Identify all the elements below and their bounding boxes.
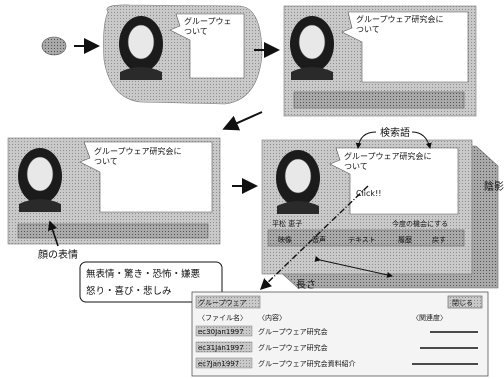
row-1-file: ec30Jan1997 <box>198 328 244 336</box>
panel-4-control-bar <box>267 229 465 247</box>
close-button-label[interactable]: 閉じる <box>452 299 473 307</box>
panel-3-control-bar <box>17 223 209 239</box>
click-label: Click!! <box>356 189 381 198</box>
row-2-content: グループウェア研究会 <box>258 343 328 352</box>
btn-history[interactable]: 履歴 <box>398 236 412 244</box>
panel-2-control-bar <box>293 91 465 109</box>
face-image-2 <box>290 16 334 80</box>
search-word-label: 検索語 <box>380 126 410 139</box>
result-title-tab <box>195 295 261 309</box>
panel-3: グループウェア研究会に ついて <box>7 137 221 245</box>
bubble-1-line1: グループウェ <box>184 16 232 26</box>
bubble-4-line2: ついて <box>344 162 368 171</box>
btn-back[interactable]: 戻す <box>432 235 446 244</box>
meeting-link[interactable]: 今度の機会にする <box>392 219 448 228</box>
bubble-3-line2: ついて <box>94 157 118 166</box>
bubble-2-line1: グループウェア研究会に <box>356 14 444 24</box>
search-arrow-right <box>411 131 432 149</box>
face-image-1 <box>119 16 163 80</box>
expression-arrow <box>47 220 59 247</box>
small-avatar-blob <box>41 36 67 56</box>
user-name: 平松 恵子 <box>272 219 302 228</box>
click-arrow <box>259 185 369 290</box>
expression-line2: 怒り・喜び・悲しみ <box>86 285 172 297</box>
btn-text[interactable]: テキスト <box>348 236 376 244</box>
close-button[interactable] <box>447 295 483 309</box>
expression-title: 顔の表情 <box>38 248 78 261</box>
length-arrow <box>314 255 393 278</box>
speech-bubble-2 <box>341 11 469 83</box>
col-content-header: 〈内容〉 <box>258 313 286 322</box>
bubble-3-line1: グループウェア研究会に <box>94 146 182 156</box>
panel-1: グループウェ ついて <box>103 4 263 105</box>
bubble-4-line1: グループウェア研究会に <box>344 151 432 161</box>
panel-4-buttons: 映像 音声 テキスト 履歴 戻す <box>278 235 446 244</box>
col-file-header: 〈ファイル名〉 <box>198 313 247 322</box>
panel-4: グループウェア研究会に ついて 平松 恵子 今度の機会にする 映像 音声 テキス… <box>261 139 499 289</box>
btn-audio[interactable]: 音声 <box>312 235 326 244</box>
shadow-label: 陰影 <box>484 180 504 193</box>
result-title: グループウェア <box>198 298 247 307</box>
expression-box <box>79 261 223 303</box>
search-arrow-left <box>355 131 377 149</box>
result-row-3[interactable]: ec7Jan1997 グループウェア研究会資料紹介 <box>195 357 478 369</box>
col-relevance-header: 〈関連度〉 <box>412 313 447 322</box>
row-1-content: グループウェア研究会 <box>258 327 328 336</box>
row-3-content: グループウェア研究会資料紹介 <box>258 359 356 368</box>
result-row-2[interactable]: ec31Jan1997 グループウェア研究会 <box>195 341 478 353</box>
expression-line1: 無表情・驚き・恐怖・嫌悪 <box>86 268 201 280</box>
arrow-3 <box>222 111 263 131</box>
length-label: 長さ <box>296 279 316 291</box>
row-3-file: ec7Jan1997 <box>198 360 239 368</box>
bubble-2-line2: ついて <box>356 25 380 34</box>
btn-video[interactable]: 映像 <box>278 235 292 244</box>
speech-bubble-3 <box>79 141 213 213</box>
speech-bubble-1 <box>169 13 245 79</box>
result-row-1[interactable]: ec30Jan1997 グループウェア研究会 <box>195 325 478 337</box>
result-window: グループウェア 閉じる 〈ファイル名〉 〈内容〉 〈関連度〉 ec30Jan19… <box>191 291 489 377</box>
face-image-3 <box>18 148 62 212</box>
face-image-4 <box>276 150 320 214</box>
bubble-1-line2: ついて <box>184 27 208 36</box>
speech-bubble-4 <box>329 147 459 215</box>
row-2-file: ec31Jan1997 <box>198 344 244 352</box>
panel-2: グループウェア研究会に ついて <box>283 5 477 117</box>
